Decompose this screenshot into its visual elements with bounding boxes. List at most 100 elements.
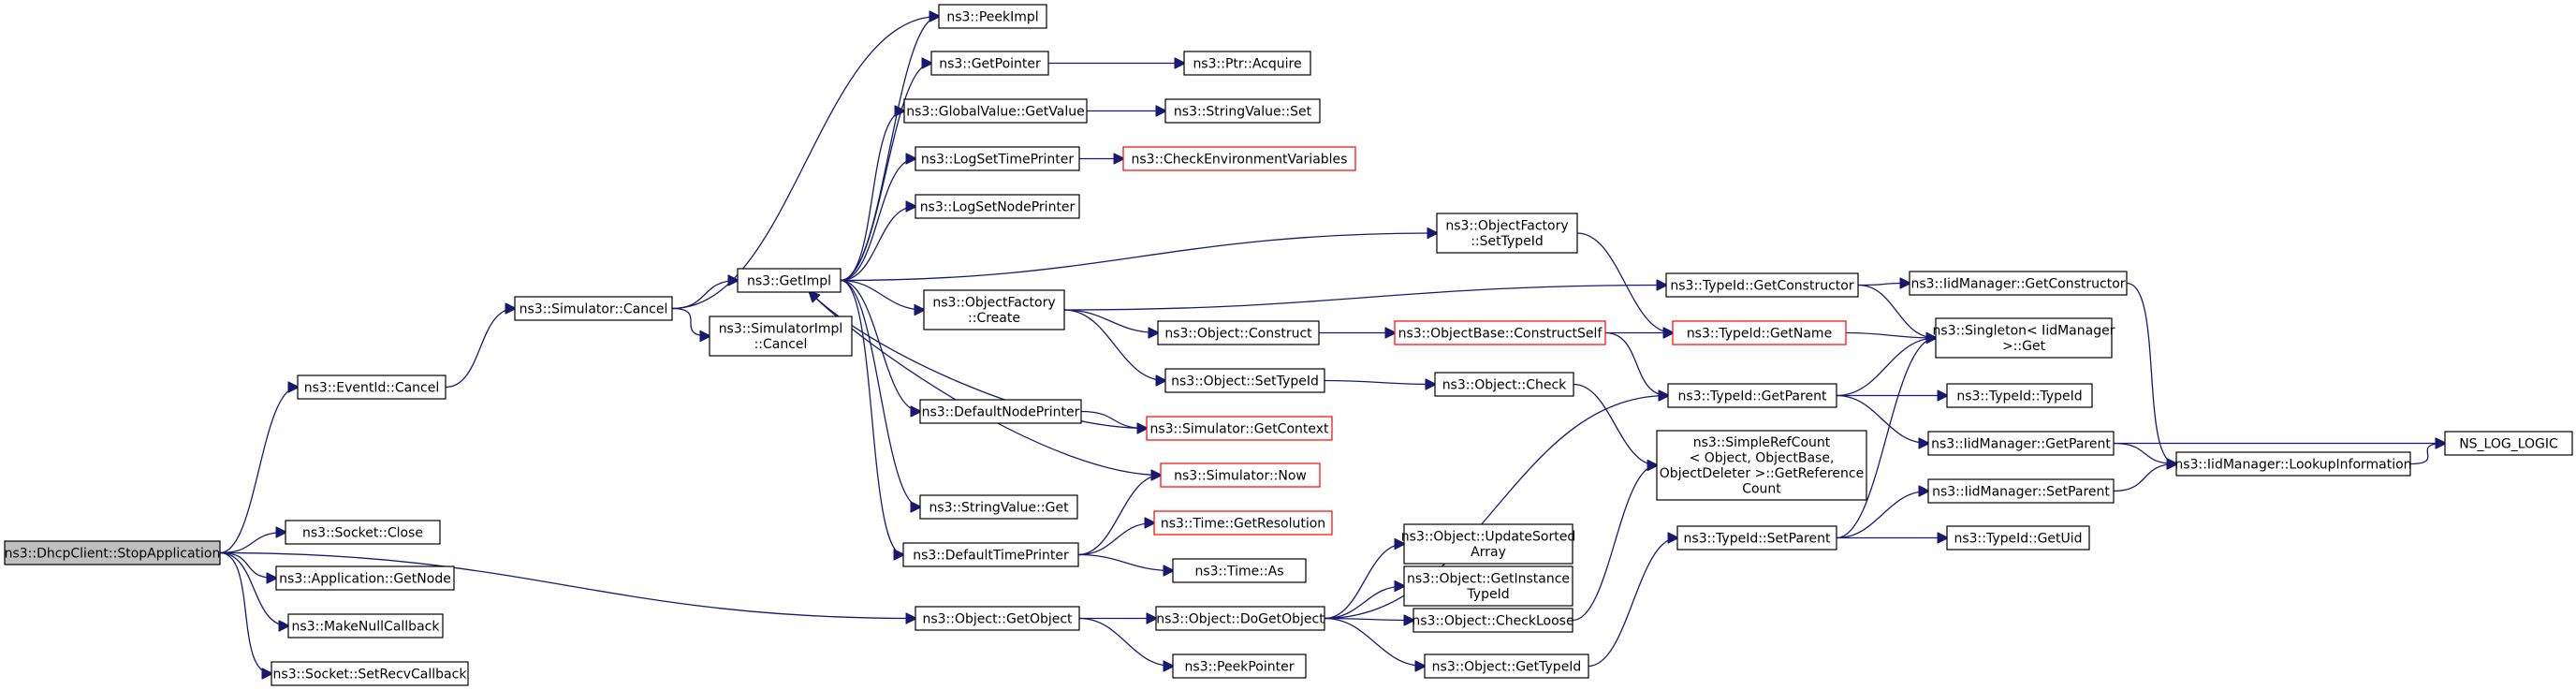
edge-tidgetparent-to-singleton (1836, 338, 1936, 397)
node-getpointer[interactable]: ns3::GetPointer (930, 51, 1049, 76)
node-timegetres[interactable]: ns3::Time::GetResolution (1153, 510, 1333, 536)
node-label: ns3::Socket::SetRecvCallback (273, 667, 468, 682)
edge-iidlookup-to-nslog (2409, 444, 2445, 465)
node-makenullcb[interactable]: ns3::MakeNullCallback (287, 613, 444, 639)
node-label: ns3::CheckEnvironmentVariables (1132, 152, 1348, 167)
node-socksetrecv[interactable]: ns3::Socket::SetRecvCallback (271, 661, 469, 686)
node-ofcreate[interactable]: ns3::ObjectFactory::Create (923, 289, 1065, 330)
node-label: ns3::Object::Check (1442, 377, 1567, 392)
edge-ofcreate-to-objsettypeid (1063, 309, 1165, 381)
edge-getimpl-to-gvgetvalue (840, 111, 904, 282)
node-iidlookup[interactable]: ns3::IidManager::LookupInformation (2174, 451, 2412, 477)
node-label: ns3::LogSetTimePrinter (921, 152, 1075, 167)
node-nslog[interactable]: NS_LOG_LOGIC (2444, 431, 2573, 456)
edge-iidgetctor-to-iidlookup (2126, 282, 2176, 464)
node-logsettime[interactable]: ns3::LogSetTimePrinter (915, 146, 1080, 171)
node-label: ns3::Singleton< IidManager (1933, 324, 2115, 339)
node-tidtypeid[interactable]: ns3::TypeId::TypeId (1946, 383, 2093, 408)
node-objcheckloose[interactable]: ns3::Object::CheckLoose (1412, 608, 1574, 633)
edge-objgetobject-to-peekpointer (1078, 617, 1173, 667)
node-singleton[interactable]: ns3::Singleton< IidManager >::Get (1933, 317, 2115, 359)
edge-objdogetobject-to-objcheckloose (1324, 619, 1413, 621)
node-svset[interactable]: ns3::StringValue::Set (1164, 98, 1321, 124)
edge-objdogetobject-to-objgettypeid (1324, 617, 1425, 667)
node-label: ns3::IidManager::GetParent (1931, 436, 2111, 451)
node-box (1946, 525, 2090, 551)
edge-iidsetparent-to-iidlookup (2113, 464, 2176, 492)
node-label: ::Cancel (754, 337, 808, 352)
node-box (915, 146, 1080, 171)
node-logsetnode[interactable]: ns3::LogSetNodePrinter (915, 194, 1080, 219)
node-label: ns3::DefaultTimePrinter (913, 548, 1069, 563)
edge-getimpl-to-defnodeprinter (840, 279, 920, 412)
node-tidsetparent[interactable]: ns3::TypeId::SetParent (1676, 525, 1837, 551)
node-label: ns3::Application::GetNode (279, 571, 451, 586)
edge-getimpl-to-getpointer (840, 64, 931, 282)
edge-simcancel-to-peekimpl (671, 17, 939, 310)
node-appgetnode[interactable]: ns3::Application::GetNode (275, 565, 455, 591)
node-simrefcount[interactable]: ns3::SimpleRefCount< Object, ObjectBase,… (1656, 430, 1867, 501)
node-box (915, 194, 1080, 219)
node-objcheck[interactable]: ns3::Object::Check (1434, 372, 1574, 397)
node-objsettypeid[interactable]: ns3::Object::SetTypeId (1164, 368, 1325, 393)
node-label: ns3::Simulator::Cancel (520, 301, 668, 316)
node-eventcancel[interactable]: ns3::EventId::Cancel (297, 374, 446, 400)
edge-deftimeprinter-to-timegetres (1077, 523, 1154, 556)
node-ptracquire[interactable]: ns3::Ptr::Acquire (1183, 51, 1311, 76)
node-label: ns3::StringValue::Get (929, 500, 1069, 515)
node-box (1927, 478, 2115, 504)
node-box (1164, 368, 1325, 393)
node-box (938, 4, 1047, 29)
node-deftimeprinter[interactable]: ns3::DefaultTimePrinter (902, 542, 1079, 567)
node-peekimpl[interactable]: ns3::PeekImpl (938, 4, 1047, 29)
node-label: ns3::SimpleRefCount (1693, 435, 1831, 450)
node-tidgetctor[interactable]: ns3::TypeId::GetConstructor (1665, 272, 1859, 298)
node-iidsetparent[interactable]: ns3::IidManager::SetParent (1927, 478, 2115, 504)
node-box (1672, 320, 1847, 345)
node-box (1160, 462, 1321, 488)
node-peekpointer[interactable]: ns3::PeekPointer (1172, 653, 1307, 679)
node-label: TypeId (1466, 587, 1509, 602)
node-iidgetparent[interactable]: ns3::IidManager::GetParent (1927, 431, 2115, 456)
node-tidgetname[interactable]: ns3::TypeId::GetName (1672, 320, 1847, 345)
edge-getimpl-to-deftimeprinter (840, 279, 903, 555)
node-simcancel[interactable]: ns3::Simulator::Cancel (514, 296, 673, 321)
edge-objdogetobject-to-objupdatesorted (1324, 544, 1404, 620)
node-defnodeprinter[interactable]: ns3::DefaultNodePrinter (919, 399, 1082, 424)
node-label: ns3::Simulator::Now (1174, 468, 1307, 483)
edge-stop-to-eventcancel (219, 388, 298, 554)
node-box (1676, 525, 1837, 551)
edge-eventcancel-to-simcancel (445, 309, 515, 389)
node-stop[interactable]: ns3::DhcpClient::StopApplication (4, 540, 221, 565)
node-simimplcancel[interactable]: ns3::SimulatorImpl::Cancel (709, 316, 853, 357)
node-objgettypeid[interactable]: ns3::Object::GetTypeId (1424, 653, 1589, 679)
node-box (275, 565, 455, 591)
node-timeas[interactable]: ns3::Time::As (1172, 558, 1307, 583)
node-box (1146, 416, 1333, 441)
edge-ofcreate-to-tidgetctor (1063, 286, 1666, 311)
node-simnow[interactable]: ns3::Simulator::Now (1160, 462, 1321, 488)
node-label: ns3::DhcpClient::StopApplication (5, 546, 221, 561)
node-tidgetparent[interactable]: ns3::TypeId::GetParent (1667, 383, 1837, 408)
node-gvgetvalue[interactable]: ns3::GlobalValue::GetValue (903, 98, 1088, 124)
node-label: ns3::Object::CheckLoose (1412, 613, 1573, 628)
node-ofsettypeid[interactable]: ns3::ObjectFactory::SetTypeId (1436, 213, 1578, 254)
node-simgetcontext[interactable]: ns3::Simulator::GetContext (1146, 416, 1333, 441)
node-box (915, 606, 1080, 631)
node-iidgetctor[interactable]: ns3::IidManager::GetConstructor (1909, 271, 2128, 296)
node-tidgetuid[interactable]: ns3::TypeId::GetUid (1946, 525, 2090, 551)
node-objgetobject[interactable]: ns3::Object::GetObject (915, 606, 1080, 631)
node-objconstruct[interactable]: ns3::Object::Construct (1157, 320, 1320, 345)
node-checkenv[interactable]: ns3::CheckEnvironmentVariables (1122, 146, 1356, 171)
node-box (1946, 383, 2093, 408)
node-svget[interactable]: ns3::StringValue::Get (919, 494, 1078, 520)
node-obconstructself[interactable]: ns3::ObjectBase::ConstructSelf (1394, 320, 1606, 345)
node-getimpl[interactable]: ns3::GetImpl (737, 268, 842, 293)
node-label: ns3::PeekPointer (1185, 659, 1295, 674)
node-label: ns3::LogSetNodePrinter (920, 199, 1076, 214)
node-objdogetobject[interactable]: ns3::Object::DoGetObject (1155, 606, 1325, 631)
node-sockclose[interactable]: ns3::Socket::Close (285, 520, 441, 545)
